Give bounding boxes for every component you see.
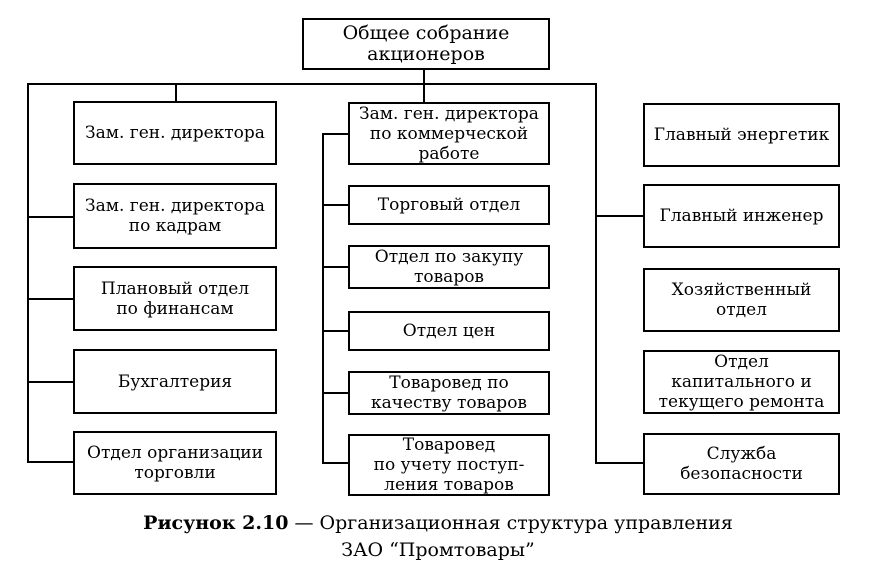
connector (595, 83, 597, 463)
box-left-3: Плановый отдел по финансам (73, 266, 277, 331)
box-shareholders-meeting: Общее собрание акционеров (302, 18, 550, 70)
box-center-5: Товаровед по качеству товаров (348, 371, 550, 415)
figure-label: Рисунок 2.10 (143, 512, 289, 534)
box-center-3: Отдел по закупу товаров (348, 245, 550, 289)
connector (27, 216, 73, 218)
box-center-6: Товаровед по учету поступ- ления товаров (348, 434, 550, 496)
connector (322, 204, 348, 206)
box-left-2: Зам. ген. директора по кадрам (73, 183, 277, 249)
connector (423, 68, 425, 84)
box-left-1: Зам. ген. директора (73, 101, 277, 165)
connector (595, 462, 643, 464)
connector (322, 392, 348, 394)
connector (27, 298, 73, 300)
connector (322, 330, 348, 332)
connector (322, 266, 348, 268)
connector (322, 462, 348, 464)
connector (322, 133, 324, 464)
box-right-3: Хозяйственный отдел (643, 268, 840, 332)
connector (423, 83, 425, 103)
box-right-2: Главный инженер (643, 184, 840, 248)
connector (27, 83, 29, 463)
connector (595, 215, 643, 217)
box-center-2: Торговый отдел (348, 185, 550, 225)
box-center-1: Зам. ген. директора по коммерческой рабо… (348, 102, 550, 165)
box-center-4: Отдел цен (348, 311, 550, 351)
connector (27, 83, 597, 85)
box-right-4: Отдел капитального и текущего ремонта (643, 350, 840, 414)
box-left-5: Отдел организации торговли (73, 431, 277, 495)
org-chart: Общее собрание акционеров Зам. ген. дире… (27, 18, 840, 496)
connector (322, 133, 348, 135)
box-left-4: Бухгалтерия (73, 349, 277, 414)
figure-caption-text: — Организационная структура управления З… (294, 512, 733, 561)
connector (27, 381, 73, 383)
figure-caption: Рисунок 2.10 — Организационная структура… (0, 510, 876, 564)
box-right-5: Служба безопасности (643, 433, 840, 495)
connector (175, 83, 177, 101)
connector (27, 461, 73, 463)
box-right-1: Главный энергетик (643, 103, 840, 167)
